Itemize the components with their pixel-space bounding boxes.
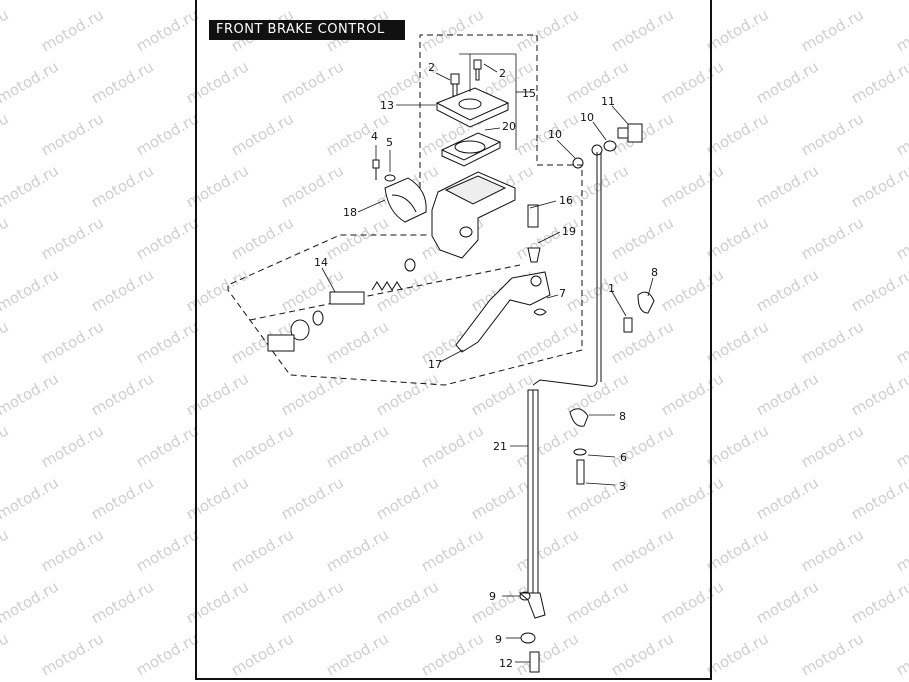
lower-washer-9b [520,632,536,644]
callout-8-upper: 8 [651,266,658,279]
callout-21: 21 [493,440,507,453]
callout-16: 16 [559,194,573,207]
callout-17: 17 [428,358,442,371]
clamp-washer [384,174,396,182]
callout-19: 19 [562,225,576,238]
callout-6: 6 [620,451,627,464]
callout-10-right: 10 [580,111,594,124]
banjo-washer-upper-left [572,157,584,169]
banjo-washer-upper-right [603,140,617,152]
callout-20: 20 [502,120,516,133]
diagram-frame [195,0,712,680]
callout-14: 14 [314,256,328,269]
piston [329,291,365,305]
callout-10-left: 10 [548,128,562,141]
cover-screw-right [473,59,482,81]
pivot-pin [527,204,539,228]
callout-13: 13 [380,99,394,112]
callout-7: 7 [559,287,566,300]
callout-5: 5 [386,136,393,149]
line-clip-lower [569,408,589,427]
callout-2-left: 2 [428,61,435,74]
callout-18: 18 [343,206,357,219]
cover-screw-left [450,73,460,97]
banjo-bolt-upper [617,123,643,143]
piston-boot [267,334,295,352]
callout-11: 11 [601,95,615,108]
brake-lever [455,271,551,353]
lower-banjo [518,592,546,619]
callout-12: 12 [499,657,513,670]
lower-washer [573,448,587,456]
reservoir-group-boundary [227,34,583,386]
callout-2-right: 2 [499,67,506,80]
diaphragm [440,132,502,167]
clip-screw [623,317,633,333]
pivot-bushing [527,247,541,263]
callout-15: 15 [522,87,536,100]
piston-spring [371,281,403,291]
callout-1: 1 [608,282,615,295]
brake-line-upper [532,152,598,387]
callout-8-lower: 8 [619,410,626,423]
lower-stud [576,459,585,485]
reservoir-cover [435,87,510,128]
callout-3: 3 [619,480,626,493]
callout-4: 4 [371,130,378,143]
clamp-screw [372,159,380,180]
retaining-clip [533,308,547,316]
line-clip-upper [637,291,655,314]
banjo-bolt-lower [529,651,540,673]
diagram-title: FRONT BRAKE CONTROL [209,20,405,40]
callout-9-upper: 9 [489,590,496,603]
plunger-group-boundary [249,264,521,321]
callout-9-lower: 9 [495,633,502,646]
